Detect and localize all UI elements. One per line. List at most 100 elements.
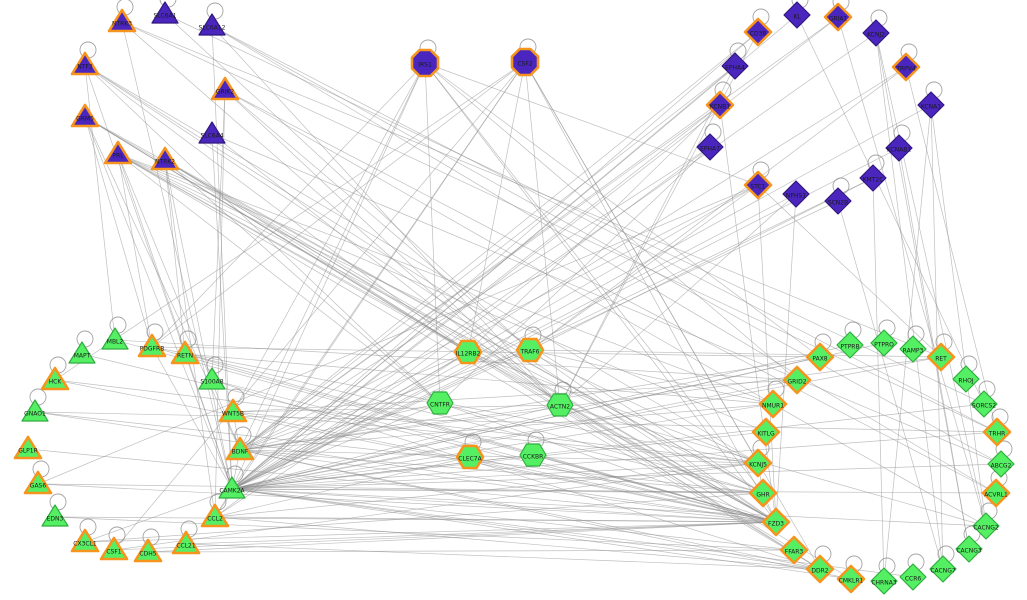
triangle-node-shape xyxy=(218,398,248,423)
graph-node-gas6[interactable]: GAS6 xyxy=(23,470,53,495)
self-loop xyxy=(49,493,67,511)
graph-edge xyxy=(469,456,777,523)
graph-edge xyxy=(164,159,216,518)
graph-node-cdh5[interactable]: CDH5 xyxy=(133,538,163,563)
graph-node-grik2[interactable]: GRIK2 xyxy=(210,76,240,101)
graph-node-clec7a[interactable]: CLEC7A xyxy=(455,444,485,470)
graph-edge xyxy=(837,200,944,570)
graph-node-grm5[interactable]: GRM5 xyxy=(70,103,100,128)
graph-node-traf6[interactable]: TRAF6 xyxy=(515,337,545,363)
graph-node-pax8[interactable]: PAX8 xyxy=(805,342,835,372)
graph-node-ramp3[interactable]: RAMP3 xyxy=(899,335,927,363)
graph-node-cckbr[interactable]: CCKBR xyxy=(519,443,547,467)
graph-node-ghr[interactable]: GHR xyxy=(748,478,778,508)
graph-node-gnao1[interactable]: GNAO1 xyxy=(21,399,49,422)
graph-edge xyxy=(559,404,987,527)
graph-node-cacng2[interactable]: CACNG2 xyxy=(972,512,1000,540)
graph-node-kcnj2[interactable]: KCNJ2 xyxy=(862,19,890,47)
graph-node-hck[interactable]: HCK xyxy=(40,366,70,391)
graph-node-rhoj[interactable]: RHOJ xyxy=(952,365,980,393)
graph-node-nmur1[interactable]: NMUR1 xyxy=(758,389,788,419)
graph-node-pdgfrb[interactable]: PDGFRB xyxy=(137,333,167,358)
diamond-node-shape xyxy=(972,512,1000,540)
graph-node-retn[interactable]: RETN xyxy=(170,340,200,365)
hexagon-node-shape xyxy=(546,393,574,417)
graph-edge xyxy=(164,159,469,353)
graph-node-abcg2[interactable]: ABCG2 xyxy=(987,450,1015,478)
graph-node-cd38[interactable]: CD38 xyxy=(743,17,773,47)
graph-node-gria1[interactable]: GRIA1 xyxy=(823,2,853,32)
graph-edge xyxy=(529,349,942,358)
graph-node-edn3[interactable]: EDN3 xyxy=(41,504,69,527)
graph-node-kcna1[interactable]: KCNA1 xyxy=(917,91,945,119)
graph-node-s100a8[interactable]: S100A8 xyxy=(198,367,226,390)
graph-edge xyxy=(117,153,469,353)
graph-node-grid2[interactable]: GRID2 xyxy=(782,365,812,395)
diamond-node-shape xyxy=(705,90,735,120)
graph-node-kl[interactable]: KL xyxy=(783,1,811,29)
triangle-node-shape xyxy=(68,341,96,364)
graph-node-slc6a4[interactable]: SLC6A4 xyxy=(198,121,226,144)
graph-node-mbl2[interactable]: MBL2 xyxy=(101,327,129,350)
triangle-node-shape xyxy=(218,476,246,499)
graph-edge xyxy=(214,462,759,518)
graph-edge xyxy=(524,61,777,523)
triangle-node-shape xyxy=(21,399,49,422)
graph-edge xyxy=(211,133,233,490)
graph-edge xyxy=(231,463,1002,490)
graph-node-trpv4[interactable]: TRPV4 xyxy=(891,52,921,82)
graph-node-kcnab1[interactable]: KCNAB1 xyxy=(885,134,913,162)
graph-node-cacng7[interactable]: CACNG7 xyxy=(929,555,957,583)
graph-node-ntrk3[interactable]: NTRK3 xyxy=(107,8,137,33)
graph-edge xyxy=(239,403,774,451)
graph-node-ccl2[interactable]: CCL2 xyxy=(200,503,230,528)
triangle-node-shape xyxy=(13,435,43,460)
graph-node-cntfr[interactable]: CNTFR xyxy=(426,391,454,415)
graph-edge xyxy=(214,516,777,523)
graph-edge xyxy=(905,66,998,433)
diamond-node-shape xyxy=(748,478,778,508)
graph-edge xyxy=(54,516,795,551)
graph-edge xyxy=(232,411,759,464)
graph-node-nphs1[interactable]: NPHS1 xyxy=(782,180,810,208)
diamond-node-shape xyxy=(899,563,927,591)
graph-node-cacng3[interactable]: CACNG3 xyxy=(955,535,983,563)
graph-node-prl[interactable]: PRL xyxy=(103,140,133,165)
triangle-node-shape xyxy=(137,333,167,358)
graph-node-ntf3[interactable]: NTF3 xyxy=(70,51,100,76)
graph-node-irs1[interactable]: IRS1 xyxy=(410,48,440,78)
graph-node-stc1[interactable]: STC1 xyxy=(743,170,773,200)
diamond-node-shape xyxy=(891,52,921,82)
graph-node-glp1r[interactable]: GLP1R xyxy=(13,435,43,460)
graph-node-slc6a1[interactable]: SLC6A1 xyxy=(151,1,179,24)
graph-edge xyxy=(231,488,914,578)
graph-node-il12rb2[interactable]: IL12RB2 xyxy=(453,339,483,365)
graph-node-slc6a12[interactable]: SLC6A12 xyxy=(198,13,226,36)
graph-edge xyxy=(424,62,759,186)
graph-edge xyxy=(84,64,469,353)
graph-node-ccr6[interactable]: CCR6 xyxy=(899,563,927,591)
self-loop xyxy=(109,316,127,334)
graph-edge xyxy=(232,411,777,523)
graph-node-fzd3[interactable]: FZD3 xyxy=(761,507,791,537)
graph-edge xyxy=(185,521,777,545)
graph-node-mapt[interactable]: MAPT xyxy=(68,341,96,364)
graph-node-acvrl1[interactable]: ACVRL1 xyxy=(981,478,1011,508)
graph-node-scn2b[interactable]: SCN2B xyxy=(824,187,852,215)
edge-layer xyxy=(27,13,1002,582)
graph-node-ddr2[interactable]: DDR2 xyxy=(805,554,835,584)
hexagon-node-shape xyxy=(453,339,483,365)
graph-node-actn2[interactable]: ACTN2 xyxy=(546,393,574,417)
graph-edge xyxy=(231,104,932,490)
graph-node-cx3cl1[interactable]: CX3CL1 xyxy=(70,528,100,553)
graph-edge xyxy=(930,104,987,527)
triangle-node-shape xyxy=(198,367,226,390)
diamond-node-shape xyxy=(782,180,810,208)
graph-edge xyxy=(184,353,764,494)
graph-node-csf2[interactable]: CSF2 xyxy=(510,47,540,77)
diamond-node-shape xyxy=(862,19,890,47)
graph-edge xyxy=(184,353,777,523)
diamond-node-shape xyxy=(870,329,898,357)
graph-edge xyxy=(224,89,531,351)
